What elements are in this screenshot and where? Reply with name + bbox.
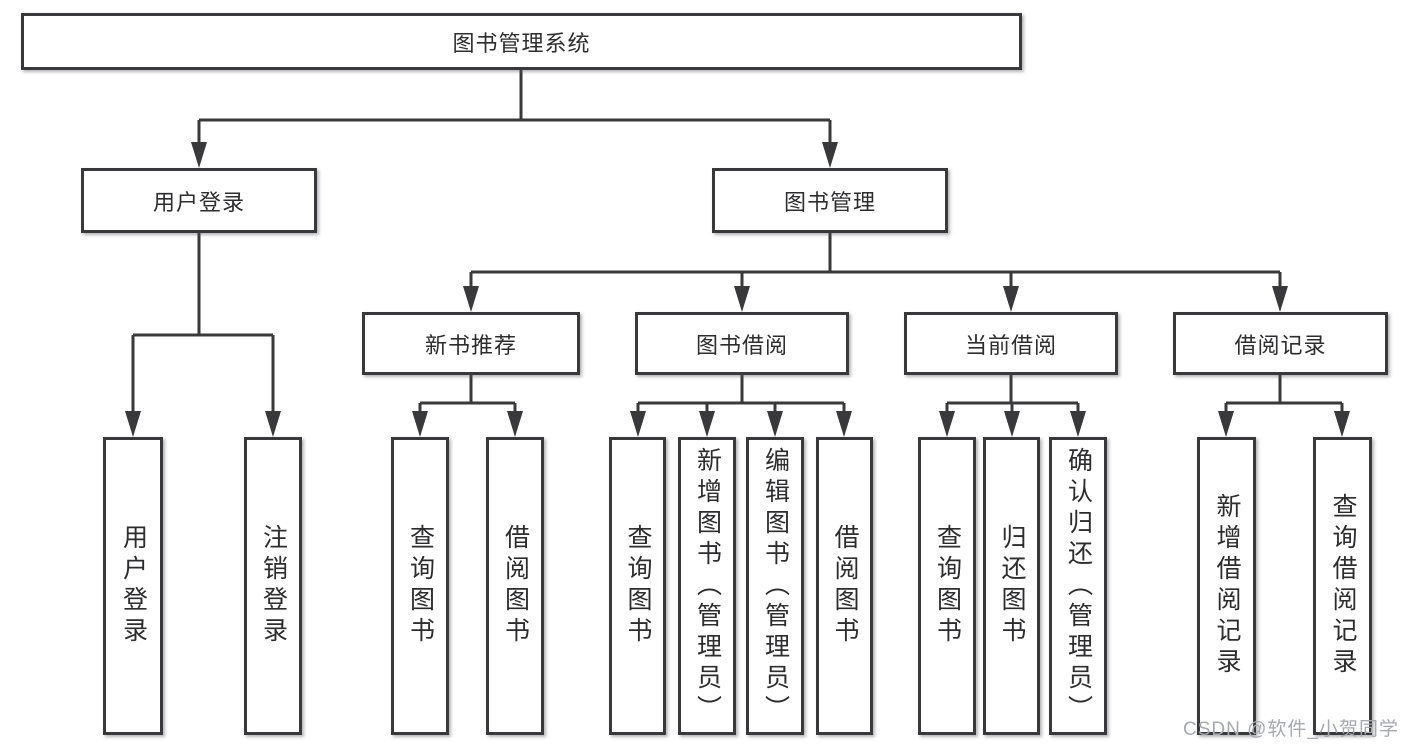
node-book-management-label: 图书管理 bbox=[783, 189, 876, 215]
arrow-icon bbox=[699, 411, 715, 437]
arrow-icon bbox=[463, 286, 479, 312]
leaf-edit-books-admin-label: 编辑图书（管理员） bbox=[761, 446, 790, 726]
arrow-icon bbox=[822, 142, 838, 168]
leaf-add-books-admin: 新增图书（管理员） bbox=[678, 437, 736, 735]
connector-new-book-recommend bbox=[418, 375, 517, 415]
leaf-query-borrow-record-label: 查询借阅记录 bbox=[1329, 493, 1357, 679]
leaf-query-books-borrowing: 查询图书 bbox=[609, 437, 666, 735]
leaf-query-books-recommend: 查询图书 bbox=[391, 437, 449, 735]
arrow-icon bbox=[1218, 411, 1234, 437]
connector-book-borrowing bbox=[636, 375, 846, 415]
leaf-query-books-current-label: 查询图书 bbox=[933, 524, 962, 648]
leaf-query-books-borrowing-label: 查询图书 bbox=[624, 524, 652, 648]
arrow-icon bbox=[1004, 411, 1020, 437]
arrow-icon bbox=[767, 411, 783, 437]
connector-borrowing-records bbox=[1224, 375, 1344, 415]
connector-user-login bbox=[131, 233, 275, 415]
node-book-management: 图书管理 bbox=[712, 168, 948, 233]
node-user-login-label: 用户登录 bbox=[152, 189, 245, 215]
connector-current-borrowing bbox=[945, 375, 1080, 415]
node-current-borrowing-label: 当前借阅 bbox=[964, 332, 1057, 358]
leaf-user-login: 用户登录 bbox=[103, 437, 163, 735]
node-root: 图书管理系统 bbox=[21, 13, 1022, 70]
leaf-borrow-books-borrowing: 借阅图书 bbox=[816, 437, 873, 735]
arrow-icon bbox=[191, 142, 207, 168]
arrow-icon bbox=[1070, 411, 1086, 437]
connector-book-management bbox=[469, 233, 1282, 290]
arrow-icon bbox=[1272, 286, 1288, 312]
arrow-icon bbox=[125, 411, 141, 437]
node-borrowing-records-label: 借阅记录 bbox=[1234, 332, 1327, 358]
node-current-borrowing: 当前借阅 bbox=[904, 312, 1118, 375]
connector-root bbox=[197, 70, 832, 146]
leaf-edit-books-admin: 编辑图书（管理员） bbox=[746, 437, 804, 735]
leaf-return-books-label: 归还图书 bbox=[998, 524, 1026, 648]
leaf-query-borrow-record: 查询借阅记录 bbox=[1313, 437, 1372, 735]
arrow-icon bbox=[836, 411, 852, 437]
leaf-query-books-current: 查询图书 bbox=[918, 437, 976, 735]
node-root-label: 图书管理系统 bbox=[452, 30, 591, 56]
arrowheads bbox=[125, 142, 1350, 437]
leaf-return-books: 归还图书 bbox=[983, 437, 1040, 735]
leaf-borrow-books-recommend: 借阅图书 bbox=[486, 437, 544, 735]
node-user-login: 用户登录 bbox=[81, 168, 317, 233]
arrow-icon bbox=[630, 411, 646, 437]
arrow-icon bbox=[507, 411, 523, 437]
leaf-user-login-label: 用户登录 bbox=[119, 524, 148, 648]
leaf-borrow-books-recommend-label: 借阅图书 bbox=[501, 524, 530, 648]
arrow-icon bbox=[734, 286, 750, 312]
arrow-icon bbox=[1003, 286, 1019, 312]
arrow-icon bbox=[412, 411, 428, 437]
node-new-book-recommend: 新书推荐 bbox=[362, 312, 580, 375]
leaf-add-borrow-record: 新增借阅记录 bbox=[1197, 437, 1256, 735]
leaf-add-borrow-record-label: 新增借阅记录 bbox=[1213, 493, 1241, 679]
leaf-confirm-return-admin: 确认归还（管理员） bbox=[1049, 437, 1107, 735]
arrow-icon bbox=[1334, 411, 1350, 437]
leaf-query-books-recommend-label: 查询图书 bbox=[406, 524, 435, 648]
watermark: CSDN @软件_小贺同学 bbox=[1183, 719, 1399, 740]
leaf-borrow-books-borrowing-label: 借阅图书 bbox=[831, 524, 859, 648]
node-new-book-recommend-label: 新书推荐 bbox=[424, 332, 517, 358]
node-book-borrowing: 图书借阅 bbox=[635, 312, 849, 375]
arrow-icon bbox=[265, 411, 281, 437]
node-book-borrowing-label: 图书借阅 bbox=[695, 332, 788, 358]
node-borrowing-records: 借阅记录 bbox=[1173, 312, 1388, 375]
leaf-logout-label: 注销登录 bbox=[259, 524, 288, 648]
leaf-add-books-admin-label: 新增图书（管理员） bbox=[693, 446, 722, 726]
arrow-icon bbox=[939, 411, 955, 437]
leaf-logout: 注销登录 bbox=[244, 437, 302, 735]
leaf-confirm-return-admin-label: 确认归还（管理员） bbox=[1064, 446, 1093, 726]
